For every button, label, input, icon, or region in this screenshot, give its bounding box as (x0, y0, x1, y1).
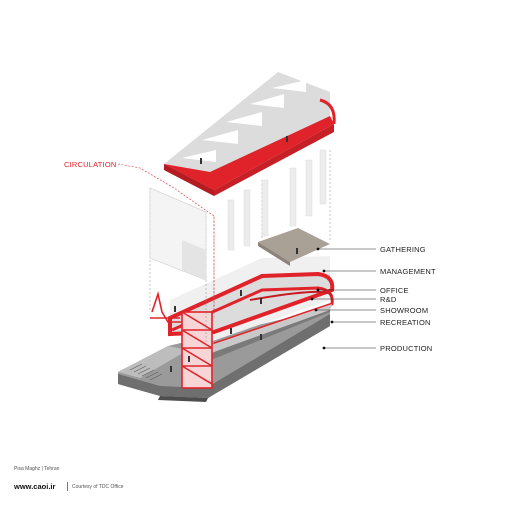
label-gathering: GATHERING (380, 245, 426, 254)
image-credit: Courtesy of TDC Office (72, 484, 124, 490)
columns (227, 149, 327, 251)
label-circulation: CIRCULATION (64, 160, 117, 169)
gathering-slab (258, 228, 330, 266)
ghost-wall (149, 187, 207, 281)
label-office: OFFICE (380, 286, 409, 295)
label-showroom: SHOWROOM (380, 306, 429, 315)
label-management: MANAGEMENT (380, 267, 436, 276)
label-recreation: RECREATION (380, 318, 431, 327)
leader-dots (310, 247, 334, 350)
label-production: PRODUCTION (380, 344, 433, 353)
circulation-stair (150, 291, 213, 389)
caption-divider (67, 482, 68, 491)
leader-lines (117, 163, 376, 349)
sawtooth-roof (164, 72, 336, 196)
people (170, 136, 298, 372)
site-url[interactable]: www.caoi.ir (14, 482, 56, 491)
label-rd: R&D (380, 295, 397, 304)
project-caption: Pisa Maghz | Tehran (14, 466, 60, 472)
